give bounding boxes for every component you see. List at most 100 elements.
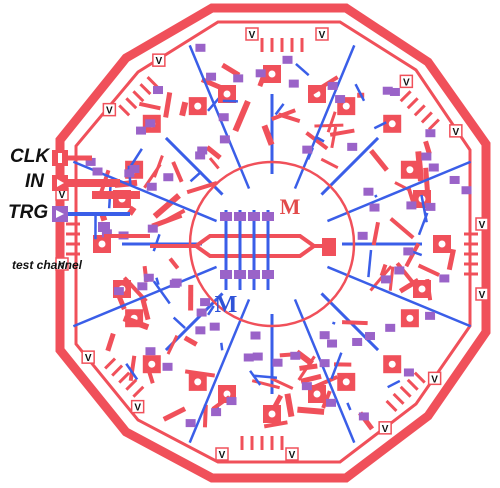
amplifier-cell bbox=[294, 263, 426, 431]
via bbox=[319, 359, 330, 368]
via bbox=[461, 186, 472, 195]
via bbox=[162, 362, 173, 371]
bias-label: V bbox=[249, 30, 256, 41]
amplifier-cell bbox=[202, 314, 332, 450]
pin-label-trg: TRG bbox=[8, 202, 49, 223]
bias-pad: V bbox=[449, 124, 463, 138]
bias-pad: V bbox=[285, 447, 299, 461]
via bbox=[255, 69, 266, 78]
amplifier-cell bbox=[306, 83, 440, 198]
via bbox=[113, 287, 124, 296]
via bbox=[385, 323, 396, 332]
via bbox=[153, 86, 164, 95]
via bbox=[250, 331, 261, 340]
via bbox=[137, 282, 148, 291]
via bbox=[146, 182, 157, 191]
via bbox=[218, 113, 229, 122]
via bbox=[85, 157, 96, 166]
via bbox=[226, 397, 237, 406]
via bbox=[272, 358, 283, 367]
via bbox=[358, 412, 369, 421]
via bbox=[421, 152, 432, 161]
bias-pad: V bbox=[102, 102, 117, 117]
via bbox=[327, 81, 338, 90]
via bbox=[200, 298, 211, 307]
via bbox=[389, 87, 400, 96]
spoke-line bbox=[188, 298, 251, 444]
pin-trg bbox=[52, 206, 130, 222]
amplifier-cell bbox=[104, 280, 224, 422]
bias-pad: V bbox=[378, 421, 392, 435]
via bbox=[136, 126, 147, 135]
bias-pad: V bbox=[152, 53, 166, 67]
via bbox=[449, 175, 460, 184]
via bbox=[326, 398, 337, 407]
spoke-line bbox=[72, 265, 218, 328]
bias-label: V bbox=[106, 106, 113, 117]
via bbox=[219, 135, 230, 144]
via bbox=[347, 142, 358, 151]
pin-test-channel bbox=[98, 222, 150, 238]
inner-ring bbox=[74, 20, 472, 464]
spoke-line bbox=[293, 298, 356, 444]
via bbox=[394, 266, 405, 275]
bias-label: V bbox=[59, 190, 66, 201]
via bbox=[147, 224, 158, 233]
spoke-line bbox=[293, 44, 356, 190]
central-combiner bbox=[150, 210, 336, 290]
pin-label-in: IN bbox=[25, 171, 44, 192]
via bbox=[195, 43, 206, 52]
spoke-line bbox=[326, 265, 472, 328]
via bbox=[243, 353, 254, 362]
bias-pad: V bbox=[315, 27, 329, 41]
via bbox=[196, 308, 207, 317]
via bbox=[185, 419, 196, 428]
via bbox=[352, 337, 363, 346]
via bbox=[382, 86, 393, 95]
bias-label: V bbox=[59, 260, 66, 271]
bias-label: V bbox=[403, 77, 410, 88]
bias-pad: V bbox=[245, 27, 259, 41]
bias-label: V bbox=[431, 374, 438, 385]
via bbox=[319, 331, 330, 340]
outer-ring bbox=[55, 3, 491, 483]
via-array bbox=[85, 43, 472, 428]
via bbox=[211, 408, 222, 417]
via bbox=[129, 165, 140, 174]
via bbox=[363, 187, 374, 196]
via bbox=[335, 95, 346, 104]
via bbox=[364, 332, 375, 341]
via bbox=[163, 173, 174, 182]
via bbox=[145, 119, 156, 128]
pin-label-clk: CLK bbox=[10, 146, 50, 167]
bias-label: V bbox=[156, 56, 163, 67]
via bbox=[425, 202, 436, 211]
bias-pad: V bbox=[475, 287, 489, 301]
via bbox=[282, 55, 293, 64]
bias-pad: V bbox=[475, 217, 489, 231]
via bbox=[145, 347, 156, 356]
bias-label: V bbox=[453, 127, 460, 138]
via bbox=[428, 163, 439, 172]
bias-label: V bbox=[219, 450, 226, 461]
bias-label: V bbox=[319, 30, 326, 41]
bias-label: V bbox=[382, 424, 389, 435]
via bbox=[290, 351, 301, 360]
via bbox=[406, 201, 417, 210]
via bbox=[288, 79, 299, 88]
via bbox=[233, 74, 244, 83]
via bbox=[301, 382, 312, 391]
bias-label: V bbox=[479, 220, 486, 231]
via bbox=[403, 247, 414, 256]
via bbox=[403, 368, 414, 377]
bias-pad: V bbox=[130, 399, 145, 414]
via bbox=[101, 229, 112, 238]
interconnect-traces bbox=[66, 38, 478, 450]
bias-label: V bbox=[479, 290, 486, 301]
via bbox=[209, 322, 220, 331]
logo-upper: M bbox=[280, 194, 301, 219]
pin-clk bbox=[52, 150, 92, 166]
bias-pad: V bbox=[399, 74, 414, 88]
